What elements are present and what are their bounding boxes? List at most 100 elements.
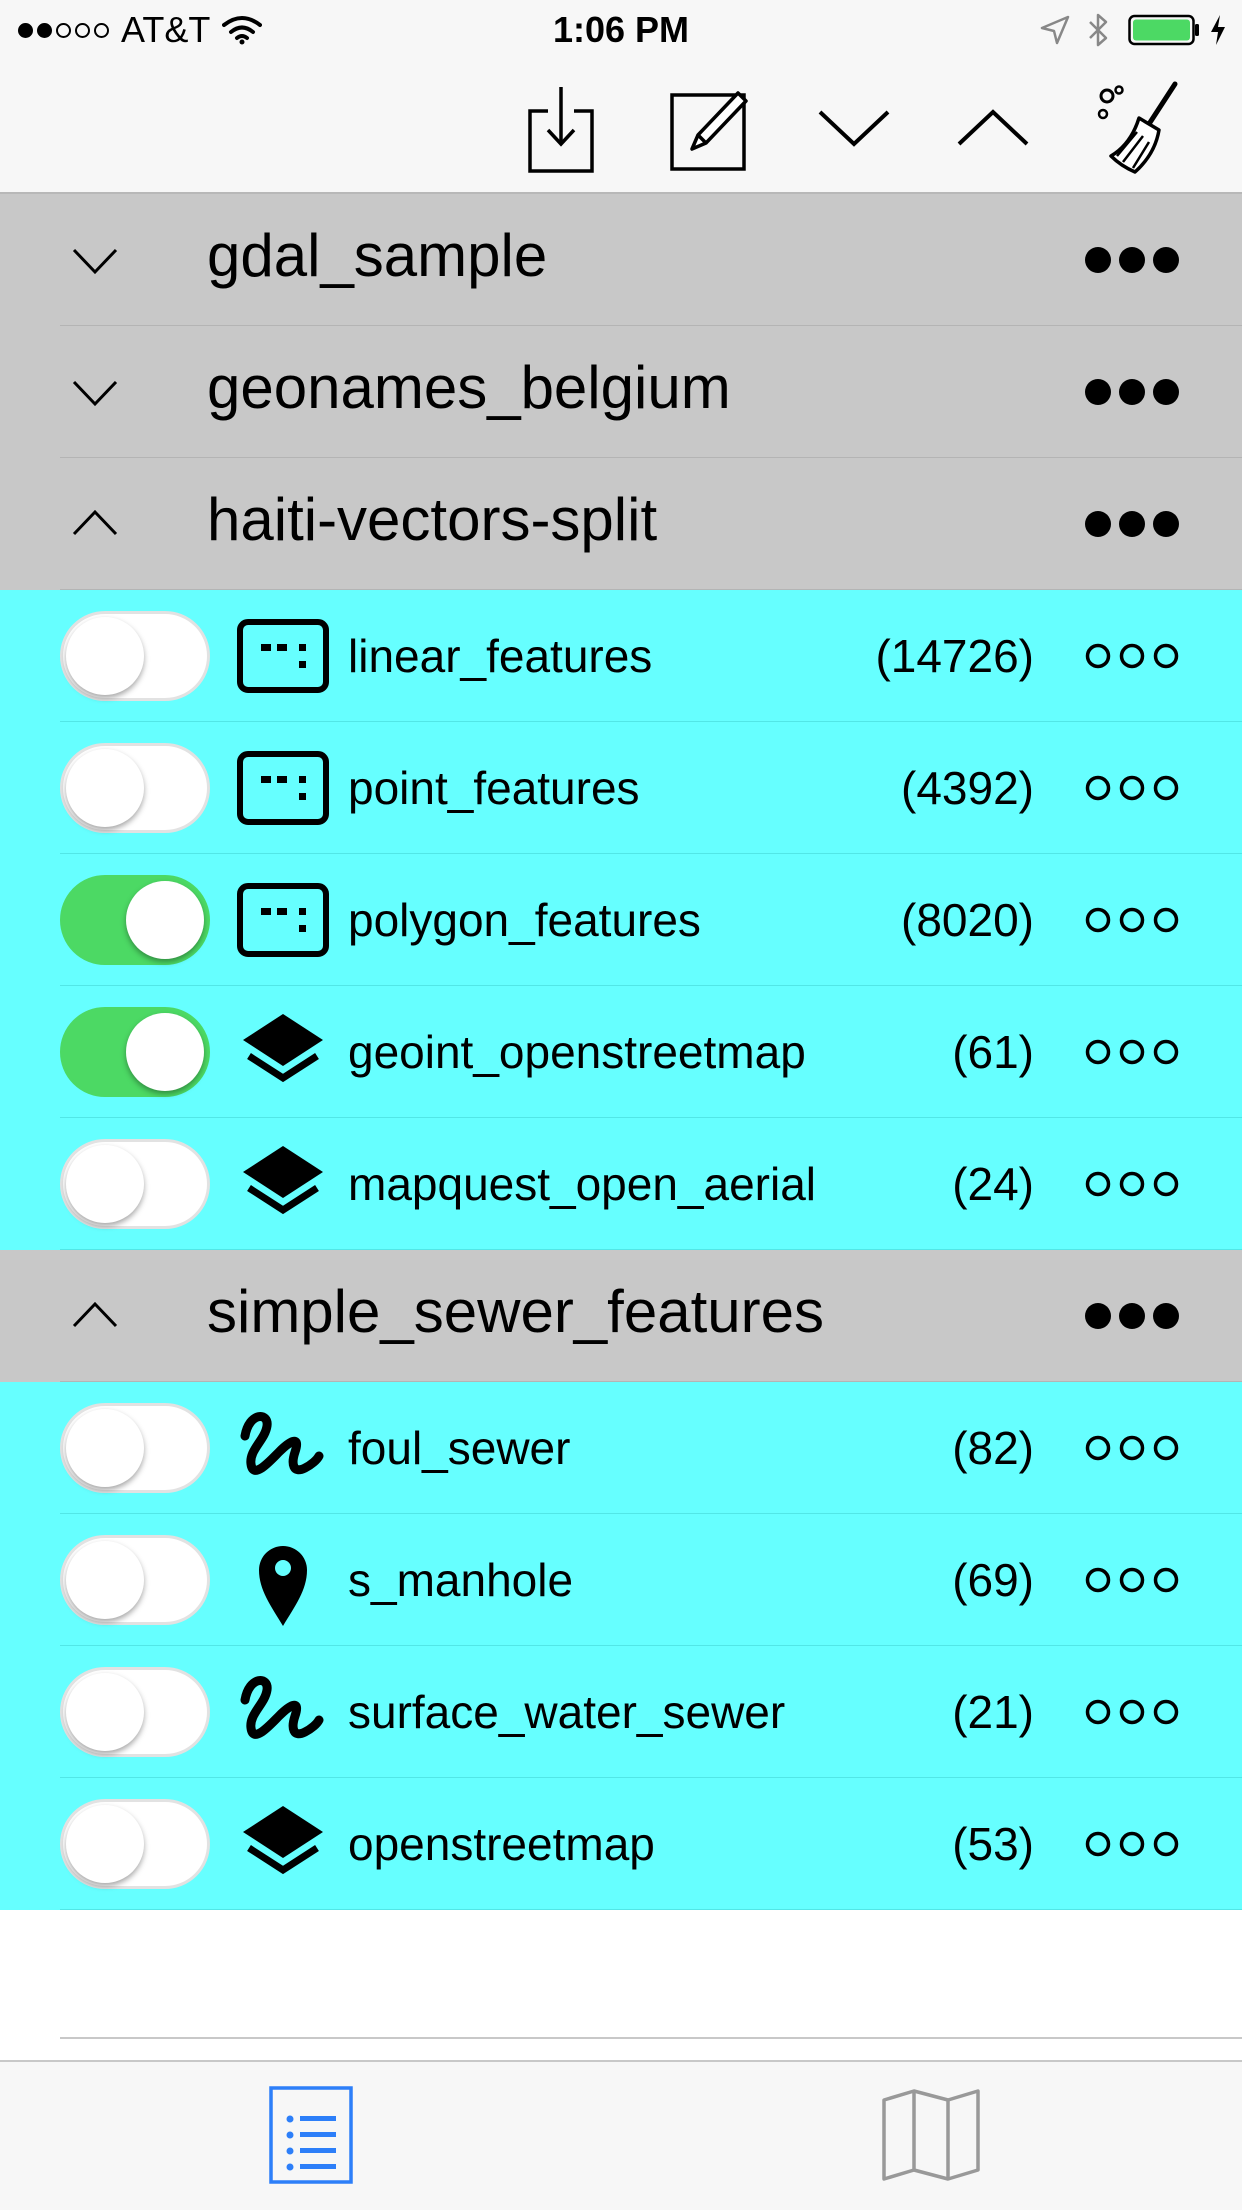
toggle-knob: [66, 1409, 144, 1487]
carrier-label: AT&T: [121, 9, 211, 50]
tab-map[interactable]: [866, 2070, 996, 2200]
layer-name: linear_features: [348, 630, 653, 682]
row-separator: [60, 1117, 1242, 1118]
tab-list[interactable]: [246, 2070, 376, 2200]
signal-dot: [56, 22, 71, 38]
clear-icon: [1097, 81, 1178, 174]
layer-options-icon[interactable]: [1084, 1170, 1180, 1198]
toggle-knob: [66, 1145, 144, 1223]
row-separator: [60, 853, 1242, 854]
layer-toggle[interactable]: [60, 611, 210, 701]
group-title: gdal_sample: [207, 222, 548, 289]
layer-row: polygon_features(8020): [0, 854, 1242, 986]
layer-count: (14726): [875, 630, 1034, 682]
layer-options-icon[interactable]: [1084, 1566, 1180, 1594]
tab-bar: [0, 2060, 1242, 2210]
layer-name: point_features: [348, 762, 640, 814]
group-row[interactable]: simple_sewer_features: [0, 1250, 1242, 1382]
toggle-knob: [66, 749, 144, 827]
layer-row: openstreetmap(53): [0, 1778, 1242, 1910]
layer-options-icon[interactable]: [1084, 642, 1180, 670]
toggle-knob: [66, 617, 144, 695]
layer-name: surface_water_sewer: [348, 1686, 786, 1738]
map-pin-icon: [235, 1532, 331, 1628]
chevron-down-icon[interactable]: [70, 240, 120, 280]
group-options-icon[interactable]: [1084, 1300, 1180, 1332]
group-options-icon[interactable]: [1084, 244, 1180, 276]
group-title: geonames_belgium: [207, 354, 731, 421]
row-separator: [60, 457, 1242, 458]
list-icon: [269, 2086, 353, 2184]
layer-toggle[interactable]: [60, 743, 210, 833]
status-time: 1:06 PM: [552, 9, 690, 50]
toggle-knob: [66, 1673, 144, 1751]
layer-row: s_manhole (69): [0, 1514, 1242, 1646]
layer-toggle[interactable]: [60, 875, 210, 965]
group-options-icon[interactable]: [1084, 508, 1180, 540]
layer-options-icon[interactable]: [1084, 1434, 1180, 1462]
toolbar: [0, 60, 1242, 194]
edit-button[interactable]: [655, 78, 755, 178]
layer-row: linear_features (14726): [0, 590, 1242, 722]
layer-row: point_features (4392): [0, 722, 1242, 854]
layer-count: (82): [952, 1422, 1034, 1474]
row-separator: [60, 1645, 1242, 1646]
group-row[interactable]: haiti-vectors-split: [0, 458, 1242, 590]
layer-options-icon[interactable]: [1084, 1698, 1180, 1726]
chevron-down-icon[interactable]: [70, 372, 120, 412]
layer-name: s_manhole: [348, 1554, 574, 1606]
row-separator: [60, 1249, 1242, 1250]
status-left: AT&T: [18, 8, 263, 52]
chevron-up-icon[interactable]: [70, 1296, 120, 1336]
status-right: [1038, 8, 1228, 52]
download-button[interactable]: [511, 78, 611, 178]
layer-count: (53): [952, 1818, 1034, 1870]
layer-toggle[interactable]: [60, 1403, 210, 1493]
expand-all-icon: [957, 109, 1029, 146]
group-row[interactable]: gdal_sample: [0, 194, 1242, 326]
layer-count: (69): [952, 1554, 1034, 1606]
bluetooth-icon: [1089, 13, 1108, 47]
row-separator: [60, 1909, 1242, 1910]
toggle-knob: [66, 1805, 144, 1883]
collapse-all-button[interactable]: [804, 78, 904, 178]
layer-name: mapquest_open_aerial: [348, 1158, 817, 1210]
layer-toggle[interactable]: [60, 1139, 210, 1229]
layer-options-icon[interactable]: [1084, 774, 1180, 802]
layer-toggle[interactable]: [60, 1667, 210, 1757]
layer-name: foul_sewer: [348, 1422, 571, 1474]
chevron-up-icon[interactable]: [70, 504, 120, 544]
layer-name: polygon_features: [348, 894, 701, 946]
group-title: simple_sewer_features: [207, 1278, 824, 1345]
row-separator: [60, 721, 1242, 722]
layer-count: (61): [952, 1026, 1034, 1078]
feature-table-icon: [235, 872, 331, 968]
expand-all-button[interactable]: [943, 78, 1043, 178]
map-icon: [882, 2089, 980, 2181]
row-separator: [60, 589, 1242, 590]
layer-options-icon[interactable]: [1084, 1830, 1180, 1858]
layers-icon: [235, 1004, 331, 1100]
layer-options-icon[interactable]: [1084, 906, 1180, 934]
layer-toggle[interactable]: [60, 1535, 210, 1625]
wifi-icon: [222, 16, 263, 45]
status-bar: AT&T 1:06 PM: [0, 0, 1242, 60]
clear-button[interactable]: [1088, 78, 1188, 178]
layer-toggle[interactable]: [60, 1799, 210, 1889]
layer-options-icon[interactable]: [1084, 1038, 1180, 1066]
signal-dot: [75, 22, 90, 38]
group-row[interactable]: geonames_belgium: [0, 326, 1242, 458]
signal-dot: [18, 22, 33, 38]
layer-toggle[interactable]: [60, 1007, 210, 1097]
feature-table-icon: [235, 740, 331, 836]
location-arrow-icon: [1040, 15, 1070, 45]
download-icon: [528, 87, 594, 173]
group-options-icon[interactable]: [1084, 376, 1180, 408]
layer-count: (4392): [901, 762, 1034, 814]
edit-icon: [670, 91, 748, 171]
layer-row: surface_water_sewer(21): [0, 1646, 1242, 1778]
layer-name: geoint_openstreetmap: [348, 1026, 806, 1078]
layers-icon: [235, 1136, 331, 1232]
row-separator: [60, 1513, 1242, 1514]
layers-icon: [235, 1796, 331, 1892]
